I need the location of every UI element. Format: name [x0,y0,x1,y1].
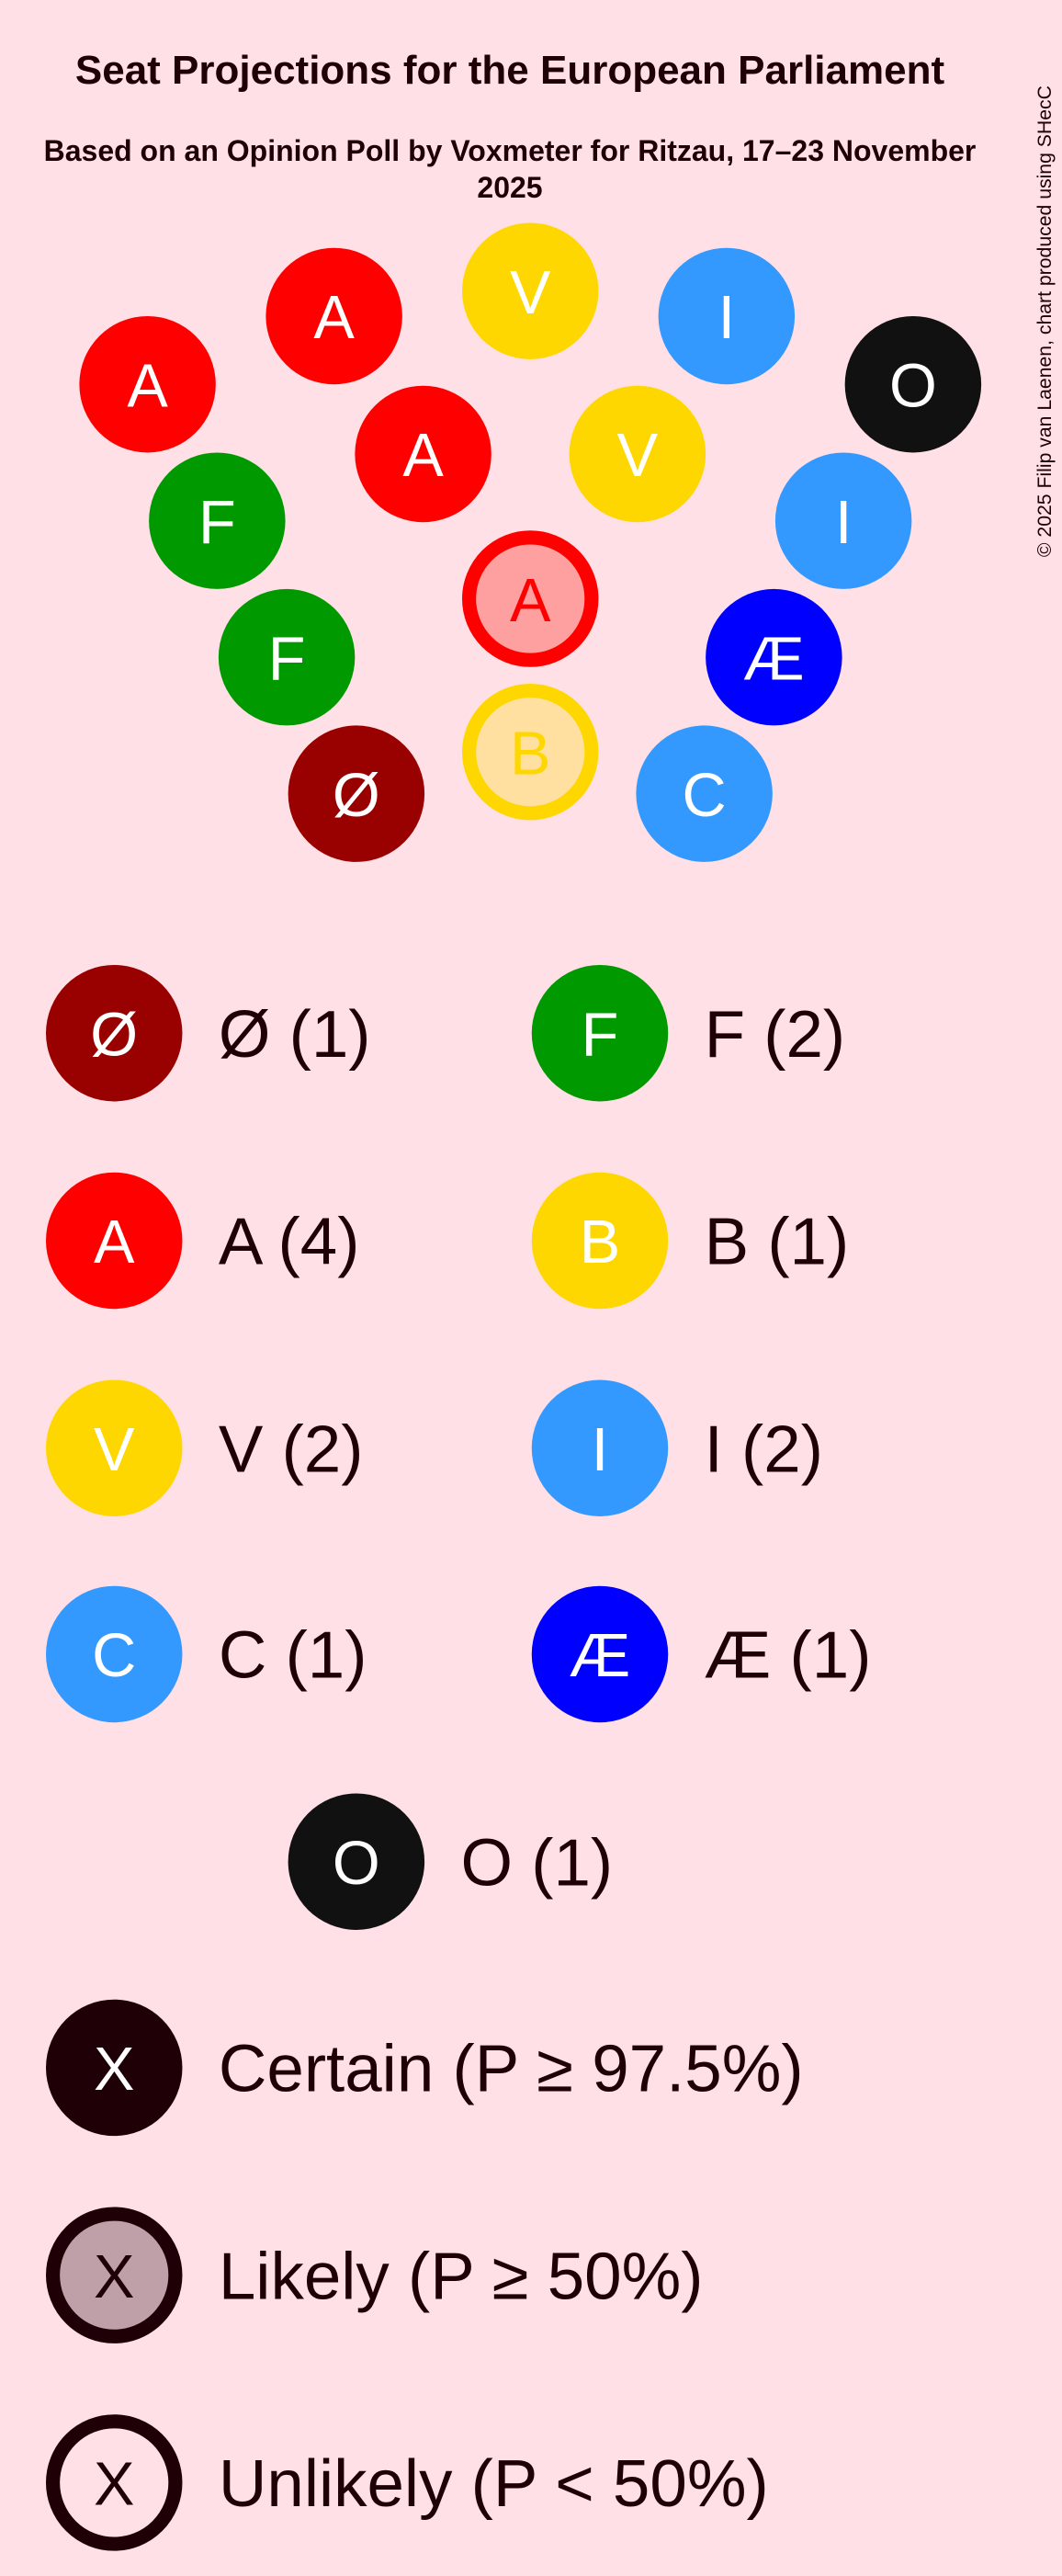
seat-circle [462,222,599,359]
seat: A [79,315,216,453]
seat: A [266,247,402,385]
seat-circle [462,530,599,667]
legend-circle [531,1585,669,1723]
seat: Ø [288,725,425,862]
seat: V [462,222,599,359]
seat-circle [218,588,356,726]
seat-letter: V [617,422,659,490]
legend-label: F (2) [705,997,846,1072]
seat: A [462,530,599,667]
legend-letter: A [94,1209,135,1277]
seat-letter: O [889,352,937,420]
status-legend-label: Unlikely (P < 50%) [219,2446,769,2521]
legend-circle [45,965,183,1102]
seat-circle [706,588,842,726]
legend-label: V (2) [219,1412,364,1486]
chart-title: Seat Projections for the European Parlia… [74,48,945,93]
seat-circle [636,725,773,862]
status-legend-label: Certain (P ≥ 97.5%) [219,2032,804,2106]
legend-circle [288,1793,425,1930]
party-legend: Ø Ø (1) F F (2) A A (4) B B (1) V V (2) I I (2) C C (… [45,965,872,1930]
seat: A [355,385,491,523]
legend-label: O (1) [460,1825,613,1900]
legend-circle [531,1379,669,1516]
legend-item: A A (4) [45,1172,360,1310]
chart-header: Seat Projections for the European Parlia… [9,46,1011,206]
seat-circle [355,385,491,523]
status-letter: X [94,2036,134,2104]
copyright: © 2025 Filip van Laenen, chart produced … [1034,85,1056,557]
seat-letter: F [268,625,306,693]
legend-letter: C [92,1622,136,1690]
legend-letter: Æ [570,1622,631,1690]
seat-letter: V [510,259,551,327]
status-legend-item: X Likely (P ≥ 50%) [45,2207,704,2343]
legend-label: C (1) [219,1618,367,1693]
legend-item: I I (2) [531,1379,823,1516]
legend-label: B (1) [705,1205,850,1279]
seat: I [774,452,912,589]
seat: F [218,588,356,726]
seat-letter: A [313,284,355,352]
seat: O [844,315,982,453]
seat: C [636,725,773,862]
seat: F [149,452,286,589]
seat-circle [462,683,599,821]
seat-circle [569,385,706,523]
seat: B [462,683,599,821]
seats: A A V I O A V F I A F Æ B Ø C [79,222,982,862]
status-legend-item: X Unlikely (P < 50%) [45,2414,769,2551]
legend-label: Ø (1) [219,997,371,1072]
seat-letter: Ø [333,762,380,830]
seat-letter: B [510,720,550,788]
legend-item: B B (1) [531,1172,850,1310]
legend-letter: F [582,1001,619,1069]
seat-letter: A [127,352,168,420]
seat-letter: C [683,762,727,830]
seat: I [658,247,796,385]
seat-circle [266,247,402,385]
legend-circle [531,1172,669,1310]
seat-letter: A [402,422,444,490]
seat-circle [774,452,912,589]
legend-label: A (4) [219,1205,360,1279]
legend-circle [45,1172,183,1310]
legend-item: O O (1) [288,1793,613,1930]
status-letter: X [94,2451,134,2519]
legend-item: Ø Ø (1) [45,965,371,1102]
legend-letter: I [592,1416,609,1484]
status-legend-label: Likely (P ≥ 50%) [219,2239,704,2313]
seat: Æ [706,588,842,726]
seat-circle [79,315,216,453]
legend-letter: B [580,1209,620,1277]
seat-letter: Æ [743,625,805,693]
status-legend: X Certain (P ≥ 97.5%) X Likely (P ≥ 50%) X Un… [45,1999,804,2551]
legend-letter: O [333,1830,380,1898]
seat-circle [288,725,425,862]
seat-letter: F [198,489,236,557]
seat-letter: I [835,489,853,557]
legend-label: Æ (1) [705,1618,872,1693]
seat-letter: A [510,567,551,635]
status-legend-item: X Certain (P ≥ 97.5%) [45,1999,804,2137]
status-circle [45,1999,183,2137]
seat-letter: I [718,284,736,352]
seat-circle [844,315,982,453]
legend-circle [45,1379,183,1516]
seat-circle [149,452,286,589]
chart-subtitle: Based on an Opinion Poll by Voxmeter for… [43,134,977,204]
legend-item: F F (2) [531,965,846,1102]
legend-letter: Ø [90,1001,138,1069]
seat-circle [658,247,796,385]
legend-circle [45,1585,183,1723]
status-letter: X [94,2243,134,2311]
seat: V [569,385,706,523]
legend-circle [531,965,669,1102]
legend-item: C C (1) [45,1585,367,1723]
legend-item: Æ Æ (1) [531,1585,872,1723]
legend-label: I (2) [705,1412,823,1486]
legend-item: V V (2) [45,1379,364,1516]
legend-letter: V [94,1416,135,1484]
